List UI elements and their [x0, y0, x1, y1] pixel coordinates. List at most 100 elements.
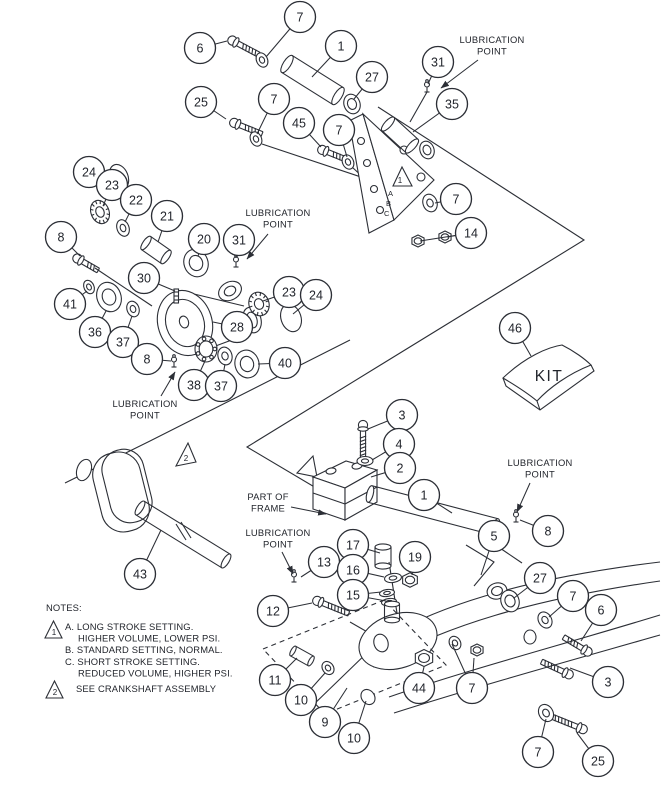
callout-28: 28	[220, 310, 254, 344]
callout-2: 2	[383, 451, 417, 485]
cylinder-part	[380, 116, 420, 154]
washer	[321, 660, 335, 676]
callout-24: 24	[299, 278, 333, 312]
callout-number: 23	[105, 178, 119, 192]
bushing-ring	[343, 93, 361, 115]
callout-41: 41	[53, 287, 87, 321]
screw	[312, 595, 351, 617]
cylinder-part	[134, 500, 232, 569]
warning-triangle-2: 2	[174, 441, 197, 467]
callout-number: 7	[535, 745, 542, 759]
callout-number: 16	[346, 563, 360, 577]
cylinder-part	[383, 600, 401, 624]
callout-number: 25	[194, 95, 208, 109]
screw	[357, 419, 369, 458]
callout-number: 13	[317, 555, 331, 569]
kit-item: KIT	[502, 344, 595, 411]
knurled-disc	[89, 199, 111, 225]
callout-number: 22	[129, 193, 143, 207]
bushing-ring	[183, 248, 209, 278]
crankshaft-part	[75, 448, 192, 541]
callout-number: 19	[408, 550, 422, 564]
callout-6: 6	[183, 31, 217, 65]
svg-text:POINT: POINT	[263, 539, 293, 550]
callout-number: 31	[232, 233, 246, 247]
note-item-1-line: B. STANDARD SETTING, NORMAL.	[65, 644, 223, 655]
svg-text:LUBRICATION: LUBRICATION	[112, 398, 177, 409]
callout-43: 43	[123, 557, 157, 591]
note-item-2: SEE CRANKSHAFT ASSEMBLY	[76, 683, 217, 694]
washer	[116, 219, 130, 237]
callout-44: 44	[402, 671, 436, 705]
washer	[448, 635, 462, 651]
callout-8: 8	[130, 342, 164, 376]
svg-text:LUBRICATION: LUBRICATION	[245, 207, 310, 218]
callout-number: 37	[116, 335, 130, 349]
setting-letter-a: A	[388, 189, 393, 198]
callout-10: 10	[284, 683, 318, 717]
callout-number: 25	[591, 754, 605, 768]
callout-23: 23	[272, 275, 306, 309]
note-triangle-2-icon	[45, 679, 64, 699]
callout-11: 11	[258, 663, 292, 697]
callout-number: 17	[346, 538, 360, 552]
callout-7: 7	[439, 182, 473, 216]
callout-46: 46	[498, 311, 532, 345]
screw	[551, 714, 588, 735]
callout-number: 23	[282, 285, 296, 299]
callout-number: 20	[197, 232, 211, 246]
callout-6: 6	[584, 593, 618, 627]
bushing-ring	[500, 589, 520, 613]
svg-text:PART OF: PART OF	[247, 491, 288, 502]
callout-3: 3	[591, 665, 625, 699]
callout-7: 7	[556, 579, 590, 613]
cylinder-part	[289, 645, 315, 667]
callout-8: 8	[44, 220, 78, 254]
screw	[561, 634, 593, 657]
callout-number: 7	[297, 10, 304, 24]
callout-number: 6	[197, 41, 204, 55]
callout-number: 8	[144, 352, 151, 366]
callout-number: 41	[63, 297, 77, 311]
callout-number: 2	[397, 461, 404, 475]
callout-37: 37	[204, 369, 238, 403]
callout-number: 9	[322, 715, 329, 729]
callout-number: 21	[160, 209, 174, 223]
callout-5: 5	[477, 519, 511, 553]
callout-number: 7	[271, 92, 278, 106]
callout-30: 30	[127, 261, 161, 295]
callout-1: 1	[324, 29, 358, 63]
washer	[217, 346, 233, 366]
callout-number: 3	[399, 408, 406, 422]
callout-31: 31	[222, 223, 256, 257]
notes-block: NOTES: 1 2 SEE CRANKSHAFT ASSEMBLY A. LO…	[44, 602, 233, 699]
cylinder-part	[140, 235, 172, 265]
callout-17: 17	[336, 528, 370, 562]
callout-20: 20	[187, 222, 221, 256]
note-item-1-line: REDUCED VOLUME, HIGHER PSI.	[78, 667, 233, 678]
svg-text:LUBRICATION: LUBRICATION	[507, 457, 572, 468]
callout-number: 35	[445, 97, 459, 111]
svg-text:LUBRICATION: LUBRICATION	[245, 527, 310, 538]
kit-label: KIT	[535, 368, 564, 385]
callout-number: 10	[347, 731, 361, 745]
cylinder-part	[374, 543, 392, 570]
callout-23: 23	[95, 168, 129, 202]
callout-8: 8	[531, 514, 565, 548]
svg-text:POINT: POINT	[477, 46, 507, 57]
callout-25: 25	[581, 744, 615, 778]
callout-number: 43	[133, 567, 147, 581]
callout-number: 1	[338, 39, 345, 53]
callout-number: 44	[412, 681, 426, 695]
callout-21: 21	[150, 199, 184, 233]
callout-15: 15	[336, 578, 370, 612]
screw	[539, 658, 574, 680]
callout-7: 7	[257, 82, 291, 116]
callout-number: 28	[230, 320, 244, 334]
callout-7: 7	[455, 671, 489, 705]
callout-number: 7	[336, 123, 343, 137]
callout-number: 24	[309, 288, 323, 302]
